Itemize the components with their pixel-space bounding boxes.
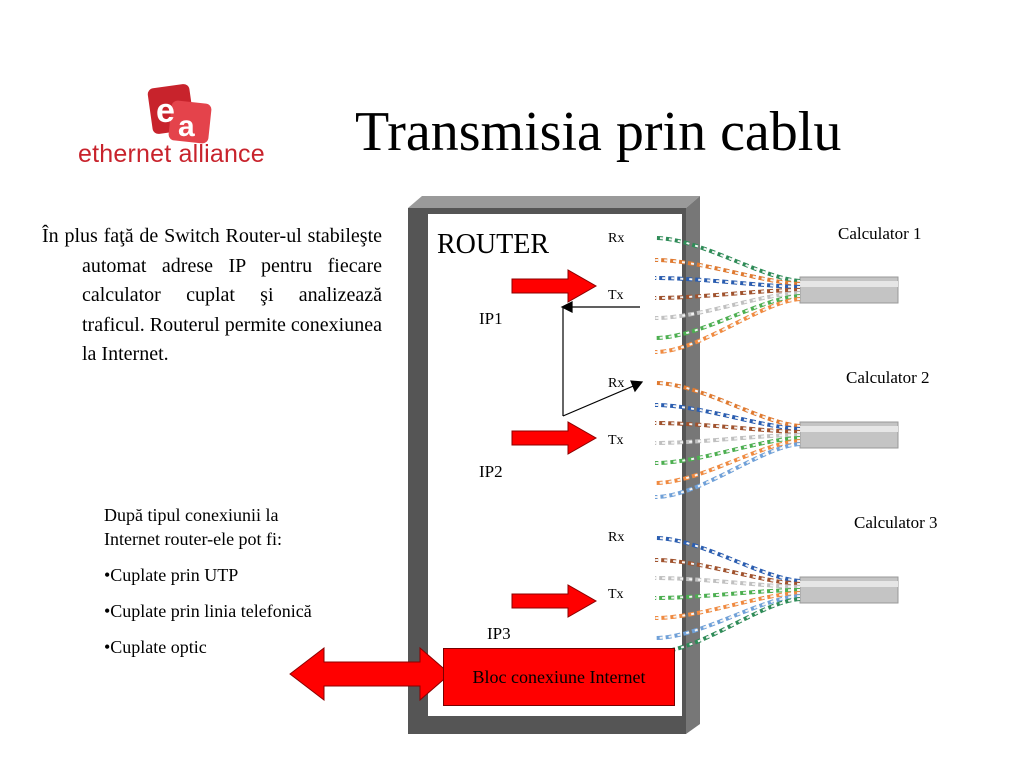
cable-wire (654, 588, 801, 600)
tx-arrow-2 (511, 421, 598, 455)
logo-mark-e: e (156, 92, 175, 130)
cable-wire (654, 288, 801, 300)
cable-wire (654, 558, 801, 586)
cable-wire (654, 291, 801, 320)
internet-double-arrow (289, 646, 451, 702)
connection-type-item: •Cuplate optic (104, 637, 207, 657)
ea-logo-icon: e a (147, 84, 212, 144)
routing-lines (560, 301, 644, 417)
port2-tx-label: Tx (608, 433, 624, 448)
cable-wire (654, 436, 801, 465)
ip2-label: IP2 (479, 462, 503, 481)
tx-arrow-1 (511, 269, 598, 303)
cable-bundle-1 (654, 236, 899, 354)
cable-wire (654, 276, 801, 289)
connection-type-item: •Cuplate prin UTP (104, 565, 239, 585)
cable-bundle-2 (654, 381, 899, 499)
router-frame (408, 196, 700, 734)
port2-rx-label: Rx (608, 376, 625, 391)
tx-arrow-3 (511, 584, 598, 618)
slide-title: Transmisia prin cablu (355, 101, 842, 163)
cable-wire (654, 403, 801, 431)
cable-wire (654, 576, 801, 589)
computer-3-label: Calculator 3 (854, 513, 938, 532)
cable-wire (654, 258, 801, 286)
port1-tx-label: Tx (608, 288, 624, 303)
port1-rx-label: Rx (608, 231, 625, 246)
ip1-label: IP1 (479, 309, 503, 328)
connection-intro: După tipul conexiunii la Internet router… (104, 505, 283, 549)
intro-paragraph: În plus faţă de Switch Router-ul stabile… (42, 225, 382, 365)
port3-tx-label: Tx (608, 587, 624, 602)
computer-2-label: Calculator 2 (846, 368, 930, 387)
router-label: ROUTER (437, 229, 549, 260)
cable-wire (654, 421, 801, 434)
cable-wire (654, 442, 801, 499)
cable-wire (654, 591, 801, 620)
connection-types-block: După tipul conexiunii la Internet router… (104, 503, 314, 671)
cable-wire (654, 297, 801, 354)
ip3-label: IP3 (487, 624, 511, 643)
computer-1-label: Calculator 1 (838, 224, 922, 243)
connection-type-item: •Cuplate prin linia telefonică (104, 601, 312, 621)
cable-wire (654, 433, 801, 445)
logo-text: ethernet alliance (78, 140, 265, 168)
port3-rx-label: Rx (608, 530, 625, 545)
tx-arrows (511, 269, 598, 618)
logo-mark-a: a (178, 110, 195, 143)
internet-connection-block: Bloc conexiune Internet (443, 648, 675, 706)
